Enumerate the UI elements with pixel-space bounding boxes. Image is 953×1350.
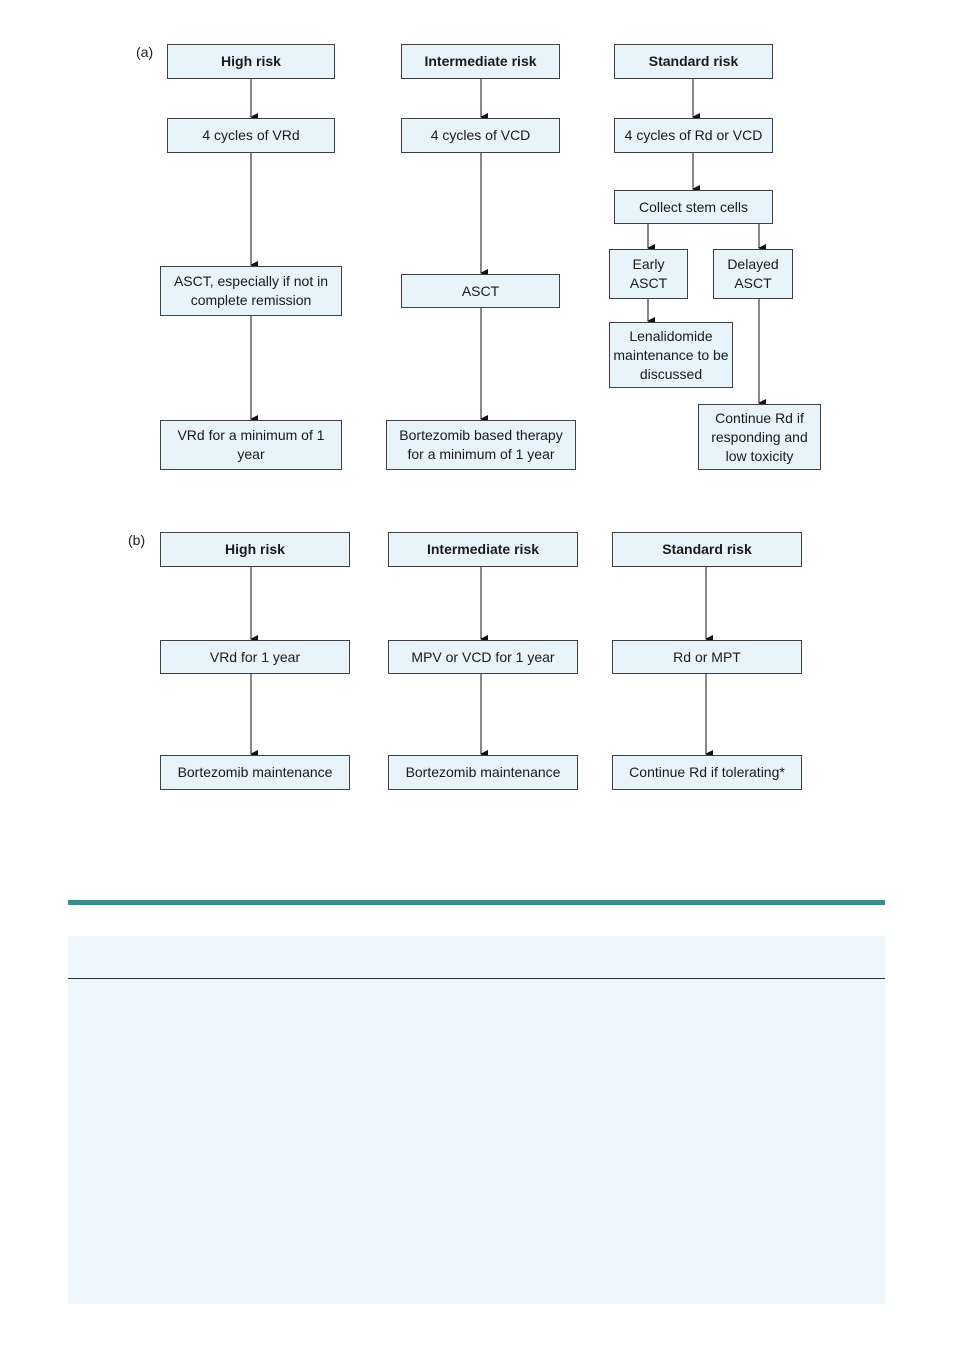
lenalidomide-maintenance: Lenalidomide maintenance to be discussed [609, 322, 733, 388]
panel-b-label: (b) [128, 532, 146, 548]
intermediate-risk-header: Intermediate risk [401, 44, 560, 79]
b-intermediate-risk-step1: MPV or VCD for 1 year [388, 640, 578, 674]
b-intermediate-risk-header: Intermediate risk [388, 532, 578, 567]
b-intermediate-risk-step2: Bortezomib maintenance [388, 755, 578, 790]
early-asct: Early ASCT [609, 249, 688, 299]
panel-divider [68, 978, 885, 979]
b-high-risk-step1: VRd for 1 year [160, 640, 350, 674]
continue-rd: Continue Rd if responding and low toxici… [698, 404, 821, 470]
content-panel [68, 936, 885, 1304]
section-divider [68, 900, 885, 905]
high-risk-header: High risk [167, 44, 335, 79]
flowchart-arrows [250, 79, 766, 758]
high-risk-step1: 4 cycles of VRd [167, 118, 335, 153]
b-standard-risk-step1: Rd or MPT [612, 640, 802, 674]
standard-risk-header: Standard risk [614, 44, 773, 79]
high-risk-step2: ASCT, especially if not in complete remi… [160, 266, 342, 316]
delayed-asct: Delayed ASCT [713, 249, 793, 299]
b-standard-risk-header: Standard risk [612, 532, 802, 567]
high-risk-step3: VRd for a minimum of 1 year [160, 420, 342, 470]
panel-a-label: (a) [136, 44, 154, 60]
intermediate-risk-step3: Bortezomib based therapy for a minimum o… [386, 420, 576, 470]
b-high-risk-step2: Bortezomib maintenance [160, 755, 350, 790]
intermediate-risk-step1: 4 cycles of VCD [401, 118, 560, 153]
collect-stem-cells: Collect stem cells [614, 190, 773, 224]
standard-risk-step1: 4 cycles of Rd or VCD [614, 118, 773, 153]
intermediate-risk-step2: ASCT [401, 274, 560, 308]
b-standard-risk-step2: Continue Rd if tolerating* [612, 755, 802, 790]
b-high-risk-header: High risk [160, 532, 350, 567]
